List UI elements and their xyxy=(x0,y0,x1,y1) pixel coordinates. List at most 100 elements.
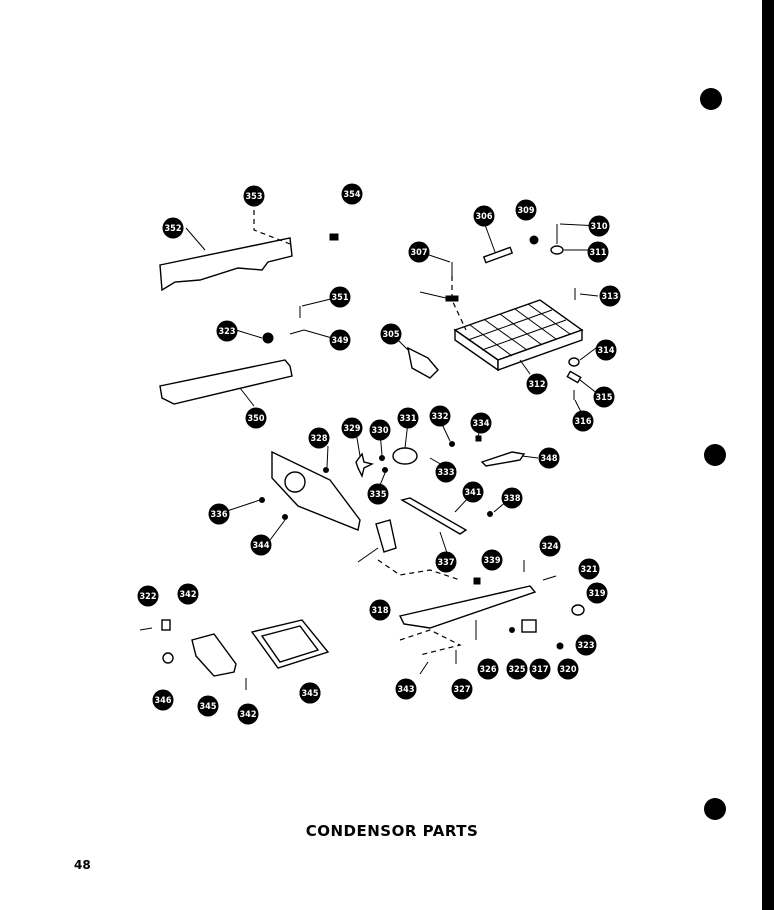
callout-label: 350 xyxy=(248,414,265,424)
callout-circle xyxy=(538,447,560,469)
callout-circle xyxy=(578,558,600,580)
part-347-bracket xyxy=(191,633,237,677)
callout-circle xyxy=(380,323,402,345)
callout-342: 342 xyxy=(177,583,199,605)
callout-315: 315 xyxy=(593,386,615,408)
callout-circle xyxy=(473,205,495,227)
part-342-screw xyxy=(139,627,153,631)
callout-306: 306 xyxy=(473,205,495,227)
callout-circle xyxy=(250,534,272,556)
part-346-grommet xyxy=(162,652,174,664)
callout-352: 352 xyxy=(162,217,184,239)
callout-label: 306 xyxy=(476,212,493,222)
callout-345: 345 xyxy=(197,695,219,717)
callout-344: 344 xyxy=(250,534,272,556)
part-323-grommet-lower xyxy=(571,604,585,616)
callout-circle xyxy=(501,487,523,509)
callout-circle xyxy=(308,427,330,449)
callout-label: 339 xyxy=(484,556,501,566)
part-336-screw xyxy=(259,497,265,503)
part-338-rail xyxy=(400,497,468,535)
callout-label: 321 xyxy=(581,565,598,575)
callout-346: 346 xyxy=(152,689,174,711)
callout-circle xyxy=(397,407,419,429)
callout-label: 325 xyxy=(509,665,526,675)
callout-circle xyxy=(435,551,457,573)
assembly-line-c xyxy=(377,559,461,581)
callout-label: 312 xyxy=(529,380,546,390)
callout-circle xyxy=(177,583,199,605)
callout-label: 313 xyxy=(602,292,619,302)
callout-322: 322 xyxy=(137,585,159,607)
callout-label: 345 xyxy=(302,689,319,699)
callout-350: 350 xyxy=(245,407,267,429)
callout-320: 320 xyxy=(557,658,579,680)
callout-326: 326 xyxy=(477,658,499,680)
fan-shroud-opening xyxy=(284,471,306,493)
callout-332: 332 xyxy=(429,405,451,427)
callout-label: 338 xyxy=(504,494,521,504)
callout-label: 307 xyxy=(411,248,428,258)
callout-324: 324 xyxy=(539,535,561,557)
callout-circle xyxy=(572,410,594,432)
callout-label: 316 xyxy=(575,417,592,427)
callout-circle xyxy=(462,481,484,503)
callout-label: 332 xyxy=(432,412,449,422)
callout-label: 343 xyxy=(398,685,415,695)
part-329-fan-blade xyxy=(355,452,375,479)
callout-label: 311 xyxy=(590,248,607,258)
callout-label: 323 xyxy=(219,327,236,337)
callout-337: 337 xyxy=(435,551,457,573)
part-341-bracket xyxy=(375,519,397,553)
binder-hole-middle xyxy=(704,444,726,466)
callout-353: 353 xyxy=(243,185,265,207)
part-334-clip xyxy=(475,435,482,442)
callout-circle xyxy=(329,329,351,351)
part-317-screw xyxy=(509,627,515,633)
callout-circle xyxy=(369,419,391,441)
callout-label: 309 xyxy=(518,206,535,216)
callout-circle xyxy=(395,678,417,700)
part-328-nut xyxy=(323,467,329,473)
callout-333: 333 xyxy=(435,461,457,483)
callout-309: 309 xyxy=(515,199,537,221)
page-edge-bar xyxy=(762,0,774,910)
callout-label: 335 xyxy=(370,490,387,500)
part-332-screw xyxy=(449,441,455,447)
callout-circle xyxy=(470,412,492,434)
callout-circle xyxy=(575,634,597,656)
part-344-screw xyxy=(282,514,288,520)
callout-331: 331 xyxy=(397,407,419,429)
callout-circle xyxy=(208,503,230,525)
part-308-rod xyxy=(482,246,514,264)
callout-label: 329 xyxy=(344,424,361,434)
callout-label: 344 xyxy=(253,541,270,551)
callout-circle xyxy=(245,407,267,429)
callout-label: 342 xyxy=(180,590,197,600)
callout-circle xyxy=(429,405,451,427)
part-319-screw xyxy=(542,575,557,581)
callout-label: 330 xyxy=(372,426,389,436)
callout-316: 316 xyxy=(572,410,594,432)
callout-313: 313 xyxy=(599,285,621,307)
part-324-clip xyxy=(473,577,481,585)
part-312-condenser-coil xyxy=(453,299,584,372)
part-348-harness xyxy=(480,451,526,467)
part-348-clip-lower xyxy=(161,619,171,631)
callout-circle xyxy=(587,241,609,263)
callout-circle xyxy=(526,373,548,395)
callout-321: 321 xyxy=(578,558,600,580)
callout-label: 318 xyxy=(372,606,389,616)
callout-circle xyxy=(593,386,615,408)
callout-label: 351 xyxy=(332,293,349,303)
callout-label: 322 xyxy=(140,592,157,602)
callout-label: 333 xyxy=(438,468,455,478)
callout-label: 346 xyxy=(155,696,172,706)
callout-330: 330 xyxy=(369,419,391,441)
callout-circle xyxy=(506,658,528,680)
assembly-line-a xyxy=(253,210,291,245)
callout-label: 317 xyxy=(532,665,549,675)
part-315-clip xyxy=(566,370,582,384)
